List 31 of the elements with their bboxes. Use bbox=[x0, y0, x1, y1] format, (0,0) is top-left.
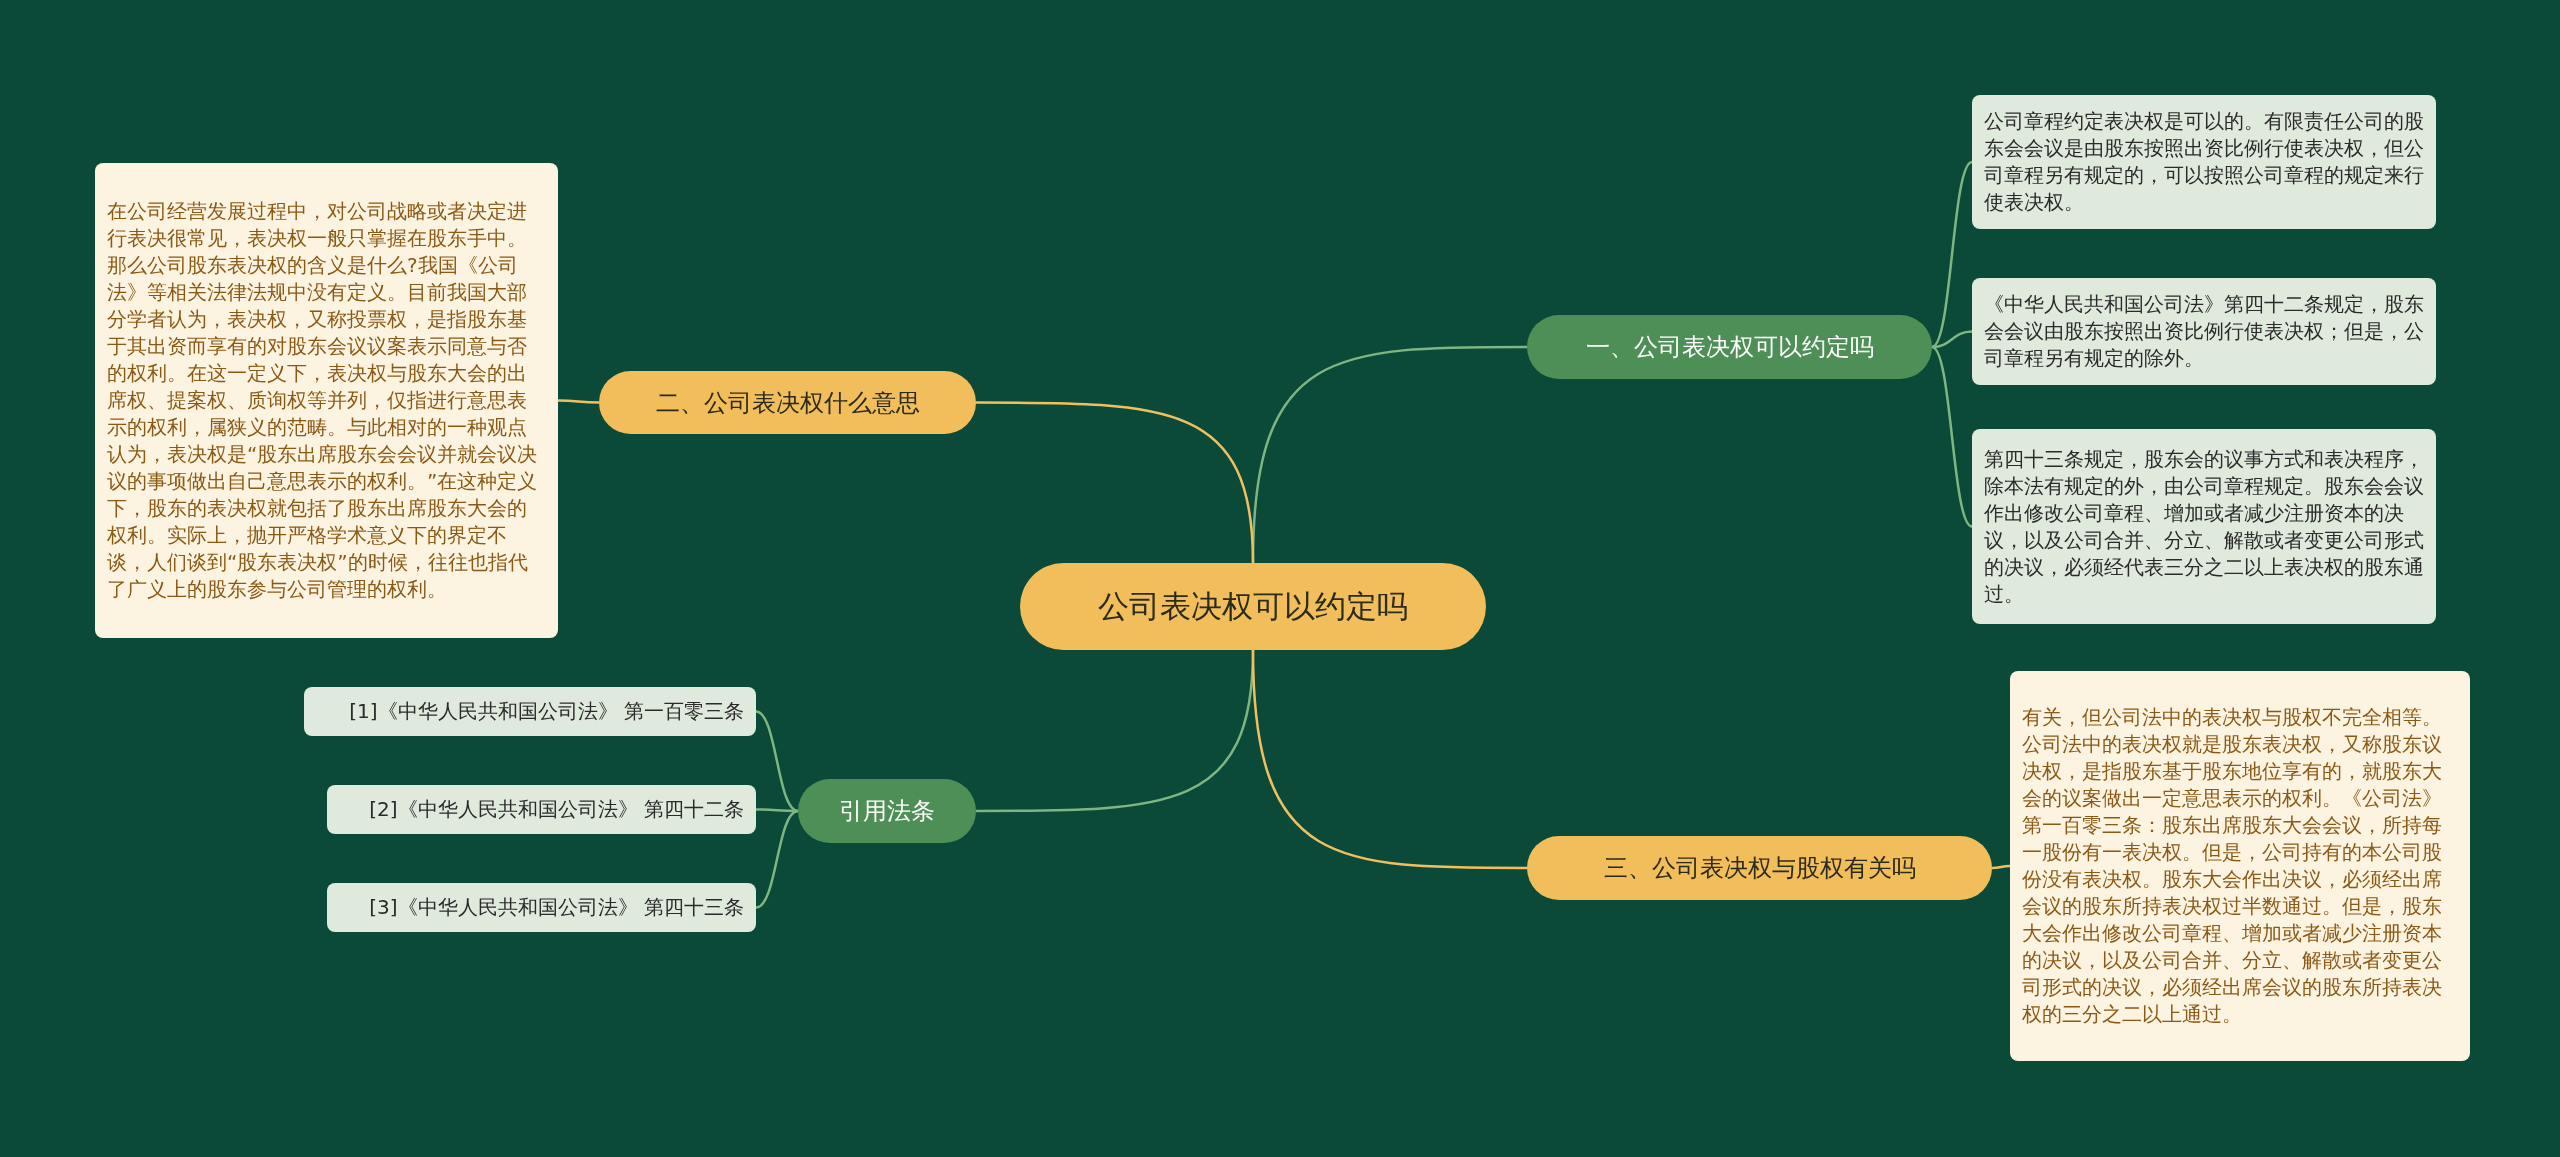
text-card bbox=[1972, 95, 2436, 229]
connector-line bbox=[558, 399, 599, 404]
topic-text: 二、公司表决权什么意思 bbox=[654, 387, 921, 419]
text-card bbox=[1972, 429, 2436, 624]
connector-line bbox=[755, 710, 799, 813]
text-card bbox=[1972, 278, 2436, 385]
connector-line bbox=[1931, 330, 1973, 349]
topic-text: 在公司经营发展过程中，对公司战略或者决定进行表决很常见，表决权一般只掌握在股东手中。那么公司股东表决权的含义是什么?我国《公司法》等相关法律法规中没有定义。目前我国大部分学者认为，表决权，又称投票权，是指股东基于其出资而享有的对股东会议议案表示同意与否的权利。在这一定义下，表决权与股东大会的出席权、提案权、质询权等并列，仅指进行意思表示的权利，属狭义的范畴。与此相对的一种观点认为，表决权是“股东出席股东会会议并就会议决议的事项做出自己意思表示的权利。”在这种定义下，股东的表决权就包括了股东出席股东大会的权利。实际上，抛开严格学术意义下的界定不谈，人们谈到“股东表决权”的时候，往往也指代了广义上的股东参与公司管理的权利。 bbox=[107, 198, 539, 603]
connector-line bbox=[976, 401, 1255, 564]
connector-line bbox=[1991, 864, 2011, 870]
topic-text: 引用法条 bbox=[838, 796, 936, 827]
connector-line bbox=[1251, 649, 1527, 870]
topic-text: [2]《中华人民共和国公司法》 第四十二条 bbox=[368, 796, 744, 823]
topic-text: 三、公司表决权与股权有关吗 bbox=[1602, 853, 1917, 884]
topic-text: 《中华人民共和国公司法》第四十二条规定，股东会会议由股东按照出资比例行使表决权；但是，公司章程另有规定的除外。 bbox=[1984, 291, 2424, 372]
connector-line bbox=[1931, 346, 1973, 528]
text-card bbox=[95, 163, 558, 638]
topic-text: 第四十三条规定，股东会的议事方式和表决程序，除本法有规定的外，由公司章程规定。股东会会议作出修改公司章程、增加或者减少注册资本的决议，以及公司合并、分立、解散或者变更公司形式的决议，必须经代表三分之二以上表决权的股东通过。 bbox=[1984, 445, 2424, 608]
citation-card bbox=[327, 883, 756, 932]
citation-card bbox=[304, 687, 756, 736]
topic-text: [1]《中华人民共和国公司法》 第一百零三条 bbox=[348, 698, 744, 725]
topic-text: 公司章程约定表决权是可以的。有限责任公司的股东会会议是由股东按照出资比例行使表决权，但公司章程另有规定的，可以按照公司章程的规定来行使表决权。 bbox=[1984, 108, 2424, 216]
connector-line bbox=[756, 808, 798, 813]
topic-text: 一、公司表决权可以约定吗 bbox=[1584, 332, 1875, 363]
connector-line bbox=[755, 809, 799, 909]
topic-text: 有关，但公司法中的表决权与股权不完全相等。公司法中的表决权就是股东表决权，又称股东议决权，是指股东基于股东地位享有的，就股东大会的议案做出一定意思表示的权利。《公司法》第一百零三条：股东出席股东大会会议，所持每一股份有一表决权。但是，公司持有的本公司股份没有表决权。股东大会作出决议，必须经出席会议的股东所持表决权过半数通过。但是，股东大会作出修改公司章程、增加或者减少注册资本的决议，以及公司合并、分立、解散或者变更公司形式的决议，必须经出席会议的股东所持表决权的三分之二以上通过。 bbox=[2022, 704, 2443, 1028]
topic-text: 公司表决权可以约定吗 bbox=[1097, 586, 1409, 626]
topic-text: [3]《中华人民共和国公司法》 第四十三条 bbox=[368, 894, 744, 921]
citation-card bbox=[327, 785, 756, 834]
text-card bbox=[2010, 671, 2470, 1061]
connector-line bbox=[1931, 161, 1973, 348]
